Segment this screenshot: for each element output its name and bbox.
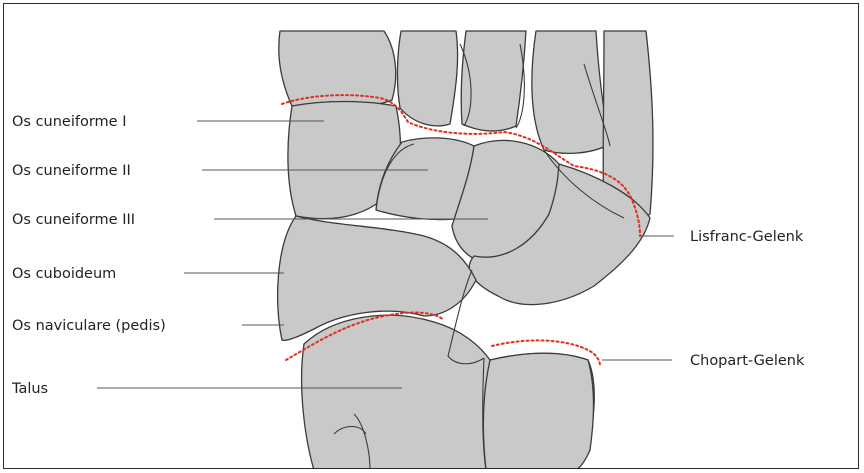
label-naviculare: Os naviculare (pedis) [12,318,166,334]
calcaneus-bone [483,353,593,469]
metatarsal-4-bone [532,31,610,153]
label-chopart-joint: Chopart-Gelenk [690,353,805,369]
label-cuneiforme-2: Os cuneiforme II [12,163,131,179]
figure-frame: Os cuneiforme I Os cuneiforme II Os cune… [3,3,859,469]
label-cuboideum: Os cuboideum [12,266,116,282]
metatarsal-2-bone [397,31,457,126]
label-cuneiforme-3: Os cuneiforme III [12,212,135,228]
label-lisfranc-joint: Lisfranc-Gelenk [690,229,804,245]
label-talus: Talus [11,381,48,397]
metatarsal-3-bone [461,31,526,131]
foot-bones-diagram: Os cuneiforme I Os cuneiforme II Os cune… [4,4,859,469]
label-cuneiforme-1: Os cuneiforme I [12,114,127,130]
